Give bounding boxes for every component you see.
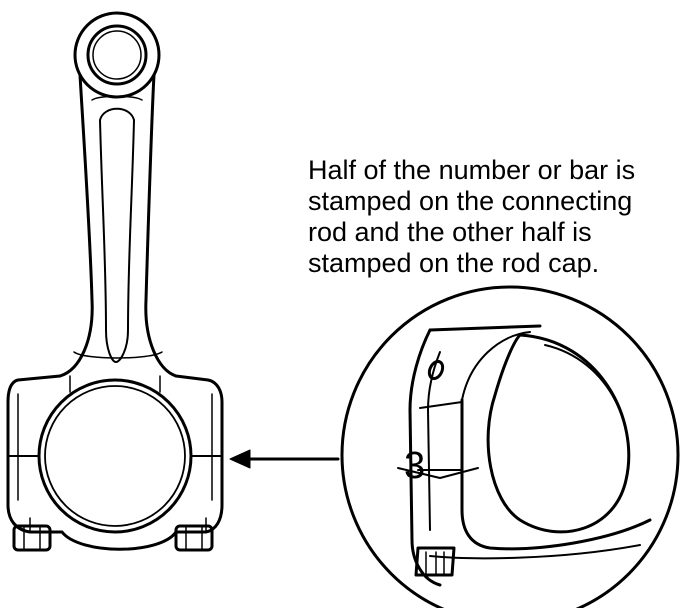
detail-bore [486,333,631,534]
detail-parting-line [397,467,479,479]
rod-beam-rib [99,107,135,363]
small-end [73,11,161,99]
connecting-rod [6,11,224,552]
callout-line: stamped on the rod cap. [308,248,600,278]
rod-cap-nut-right [174,524,214,552]
detail-view: 3 [340,285,680,608]
callout-text: Half of the number or bar is stamped on … [308,155,680,279]
rod-cap-nut-left [12,524,52,552]
pointer-arrow [229,449,340,469]
stamp-number: 3 [404,445,425,487]
rod-beam [58,73,178,378]
big-end-body [6,374,224,551]
detail-magnifier-circle [340,285,680,608]
callout-line: stamped on the connecting [308,186,633,216]
callout-line: Half of the number or bar is [308,155,636,185]
detail-cap-nut [414,546,456,577]
callout-line: rod and the other half is [308,217,592,247]
big-end-bore [37,378,193,534]
